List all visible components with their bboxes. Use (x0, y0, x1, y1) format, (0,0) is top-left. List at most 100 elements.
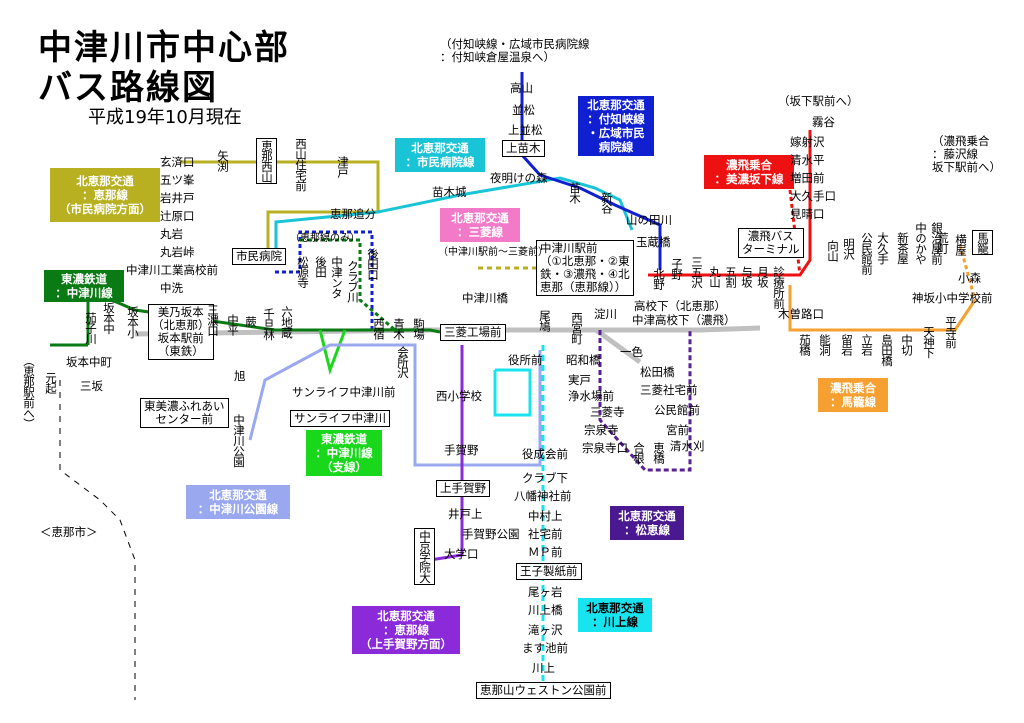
stop: 川上橋 (528, 603, 563, 617)
stop: 三菱社宅前 (640, 383, 698, 397)
stop: 松源寺 (296, 256, 310, 288)
stop: 平寺前 (944, 316, 958, 348)
stop: 役成会前 (522, 447, 568, 461)
stop: 並松 (512, 103, 535, 117)
stop: 中のかや (914, 222, 928, 264)
stop: 社宅前 (528, 527, 563, 541)
stop: 浄水場前 (568, 389, 614, 403)
note-nohi: （濃飛乗合 ：藤沢線 坂下駅前へ） (932, 134, 1001, 174)
stop: 恵那追分 (330, 207, 376, 221)
stop: ＭＰ前 (528, 545, 563, 559)
stop: 岩井戸 (160, 191, 195, 205)
stop: 島田橋 (880, 334, 894, 366)
stop: 茄子川 (84, 312, 98, 344)
stop: 中津ンタ (330, 256, 344, 298)
box-sakamoto: 美乃坂本 （北恵那） 坂本駅前 （東鉄） (148, 304, 214, 360)
stop: 丸岩 (160, 227, 183, 241)
stop: 五ツ峯 (160, 173, 195, 187)
stop: 中津川橋 (462, 291, 508, 305)
stop: 西小学校 (436, 389, 482, 403)
station-box: 中津川駅前 （①北恵那・②東 鉄・③濃飛・④北 恵那（恵那線）） (536, 240, 634, 296)
stop: 五割 (724, 266, 738, 287)
box-chukyo: 中京学院大 (414, 528, 435, 585)
stop: 滝ヶ沢 (528, 623, 563, 637)
stop: 丸山 (708, 266, 722, 287)
stop: 後田 (314, 256, 328, 277)
stop: 八幡神社前 (514, 489, 572, 503)
box-magome: 馬籠 (972, 230, 993, 255)
stop: 松田橋 (640, 365, 675, 379)
route-tetsudo-dash (300, 238, 396, 332)
stop: 元起 (44, 372, 58, 393)
legend-kawakami: 北恵那交通 ：川上線 (578, 598, 652, 632)
stop: 新茶屋 (896, 232, 910, 264)
map-subtitle: バス路線図 (38, 68, 218, 108)
route-byoin (274, 176, 634, 262)
box-ena-nishiyama: 恵那西山 (256, 138, 277, 184)
stop: 西宿 (372, 318, 386, 339)
stop: 手賀野公園 (462, 527, 520, 541)
stop: クラブ川 (346, 260, 360, 302)
stop: 小森 (958, 271, 981, 285)
legend-higashi: 北恵那交通 ：恵那線 （市民病院方面） (50, 168, 160, 222)
stop: 与坂 (740, 266, 754, 287)
stop: 高校下（北恵那） (634, 299, 726, 313)
stop: 坂本小 (126, 306, 140, 338)
box-oji: 王子製紙前 (516, 563, 582, 580)
box-sunlife: サンライフ中津川 (290, 410, 390, 427)
stop: 尾ヶ岩 (528, 585, 563, 599)
legend-sanryo: 北恵那交通 ：三菱線 (440, 208, 520, 242)
stop: 中津川工業高校前 (126, 263, 218, 277)
legend-byoin: 北恵那交通 ：市民病院線 (395, 138, 485, 172)
stop: 会所沢 (396, 346, 410, 378)
note-sakashita: （坂下駅前へ） (778, 94, 859, 108)
box-sanryo-factory: 三菱工場前 (440, 324, 506, 341)
route-hospital-dashed (275, 230, 374, 330)
stop: 役所前 (508, 353, 543, 367)
stop: 宗泉寺口 (582, 441, 628, 455)
route-minosaka (648, 130, 812, 277)
route-kawakami-loop (493, 368, 532, 417)
note-tsukechi: （付知峡線・広域市民病院線 ：付知峡倉屋温泉へ） (440, 37, 590, 64)
stop: 六地蔵 (280, 306, 294, 338)
stop: 見晴口 (790, 207, 825, 221)
legend-magome: 濃飛乗合 ：馬籠線 (818, 378, 888, 412)
stop: 手賀野 (444, 443, 479, 457)
box-hospital: 市民病院 (232, 248, 286, 265)
box-kaminaegi: 上苗木 (502, 140, 545, 157)
stop: 山の田川 (626, 213, 672, 227)
route-matsu (598, 330, 692, 472)
stop: 実戸 (568, 373, 591, 387)
stop: 千旦林 (262, 308, 276, 340)
stop: 茄橋 (798, 334, 812, 355)
stop: 中津高校下（濃飛） (632, 313, 736, 327)
legend-tetsudo: 東濃鉄道 ：中津川線 (44, 270, 124, 302)
stop: 公民館前 (654, 403, 700, 417)
stop: 中村上 (528, 509, 563, 523)
legend-matsu: 北恵那交通 ：松恵線 (610, 506, 684, 540)
stop: 苗木城 (432, 185, 467, 199)
stop: 荒町 (936, 232, 950, 253)
stop: 淀川 (594, 307, 617, 321)
stop: 一色 (620, 345, 643, 359)
stop: 霧谷 (812, 115, 835, 129)
stop: 高山 (510, 81, 533, 95)
stop: 恵橋 (652, 442, 666, 463)
note-ena-station: （恵那駅前へ） (22, 355, 36, 429)
stop: 向山 (826, 240, 840, 261)
stop: 青木 (392, 318, 406, 339)
stop: 三菱寺 (590, 405, 625, 419)
stop: 天神下 (922, 326, 936, 358)
stop: 駒場 (412, 318, 426, 339)
route-magome (788, 285, 977, 332)
stop: 昭和橋 (566, 353, 601, 367)
stop: 玄済口 (160, 155, 195, 169)
stop: 津戸 (336, 156, 350, 177)
stop: 子野 (670, 258, 684, 279)
route-kamite (429, 345, 464, 562)
stop: 診療所前 (772, 266, 786, 308)
stop: ます池前 (522, 641, 568, 655)
route-shisen (318, 329, 347, 376)
stop: 尾鳩 (538, 310, 552, 331)
